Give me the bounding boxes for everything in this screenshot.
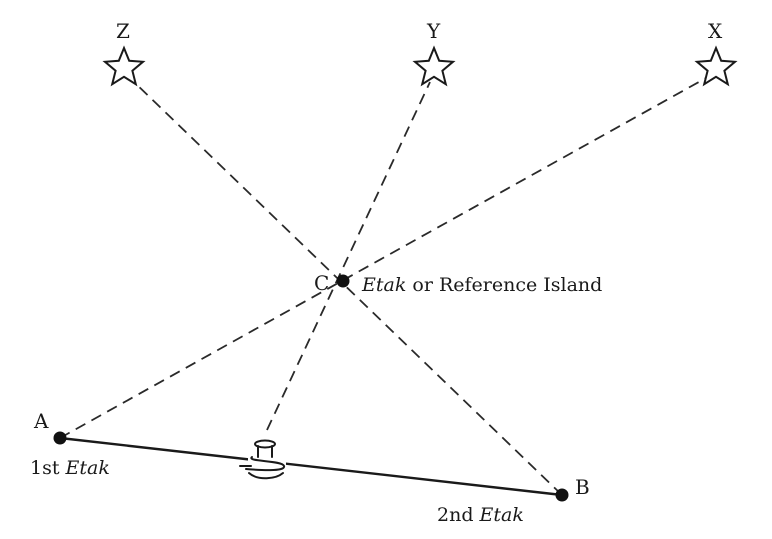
line-B-Z: [133, 81, 563, 496]
star-X: X: [694, 19, 738, 87]
point-A-caption-prefix: 1st: [30, 457, 66, 479]
point-C: C Etak or Reference Island: [314, 271, 602, 296]
point-B-caption-italic: Etak: [479, 504, 524, 526]
star-Y: Y: [412, 19, 456, 87]
point-A-caption-italic: Etak: [65, 457, 110, 479]
point-A-dot: [53, 431, 67, 445]
point-C-dot: [336, 274, 350, 288]
star-icon: [694, 45, 738, 87]
point-C-caption-italic: Etak: [361, 274, 406, 296]
point-A-label: A: [33, 409, 49, 433]
point-C-label: C: [314, 271, 329, 295]
star-Z: Z: [102, 19, 146, 87]
line-A-X: [59, 77, 707, 439]
point-B-caption: 2nd Etak: [437, 504, 524, 526]
canoe-icon: [239, 439, 286, 480]
point-A-caption: 1st Etak: [30, 457, 110, 479]
line-canoe-Y: [266, 81, 431, 431]
bearing-lines: [59, 77, 707, 496]
point-B-label: B: [575, 475, 590, 499]
star-icon: [102, 45, 146, 87]
point-B-dot: [555, 488, 569, 502]
star-label-X: X: [708, 19, 723, 43]
star-label-Y: Y: [426, 19, 441, 43]
point-B: B 2nd Etak: [437, 475, 590, 526]
course-line-A-B: [59, 436, 563, 497]
point-A: A 1st Etak: [30, 409, 110, 479]
point-C-caption-suffix: or Reference Island: [406, 274, 602, 296]
point-C-caption: Etak or Reference Island: [361, 274, 602, 296]
star-label-Z: Z: [116, 19, 130, 43]
star-icon: [412, 45, 456, 87]
point-B-caption-prefix: 2nd: [437, 504, 480, 526]
